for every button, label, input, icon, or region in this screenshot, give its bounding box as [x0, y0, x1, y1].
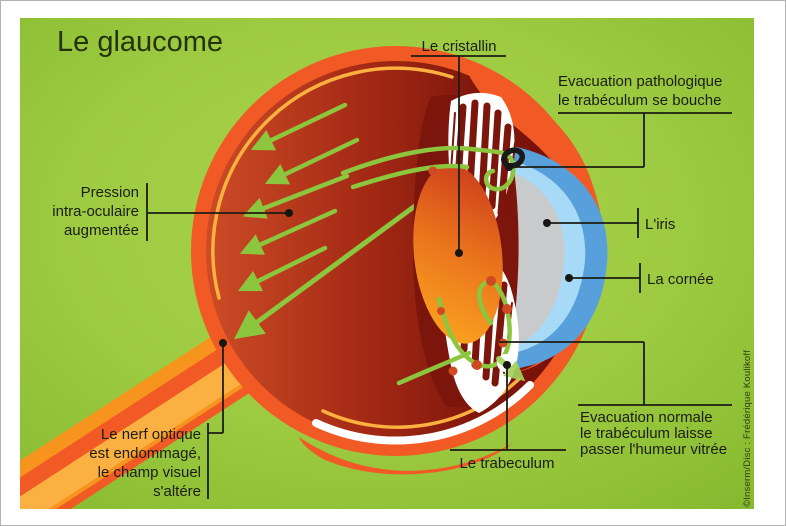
label-evacuation-normale: Evacuation normale le trabéculum laisse … [580, 409, 728, 458]
optic-nerve [20, 326, 264, 509]
page-title: Le glaucome [57, 26, 224, 58]
cristallin-connector [411, 55, 506, 257]
evac-pathologique-connector [505, 112, 732, 171]
trabeculum-connector [450, 361, 566, 451]
label-cristallin: Le cristallin [421, 38, 497, 55]
label-cornee: La cornée [647, 271, 714, 288]
aqueous-flow [340, 145, 516, 386]
pression-connector [146, 183, 293, 241]
blocked-trabeculum-ring [501, 147, 525, 169]
sclera-bottom-swoosh [299, 437, 513, 475]
label-pression: Pression intra-oculaire augmentée [52, 184, 139, 239]
label-nerf-optique: Le nerf optique est endommagé, le champ … [89, 426, 201, 500]
nerf-optique-connector [207, 339, 227, 499]
label-trabeculum: Le trabeculum [459, 455, 555, 472]
evac-normale-connector [499, 341, 732, 406]
cornee-connector [565, 263, 641, 293]
connectors [146, 55, 732, 499]
inner-highlight-arc-top [211, 66, 454, 300]
iris-connector [543, 208, 639, 238]
label-iris: L'iris [645, 216, 676, 233]
flow-droplets [428, 166, 512, 376]
credit-text: ©Inserm/Disc : Frédérique Koulikoff [742, 350, 753, 507]
pressure-arrows [237, 102, 360, 292]
label-evacuation-pathologique: Evacuation pathologique le trabéculum se… [558, 73, 723, 109]
